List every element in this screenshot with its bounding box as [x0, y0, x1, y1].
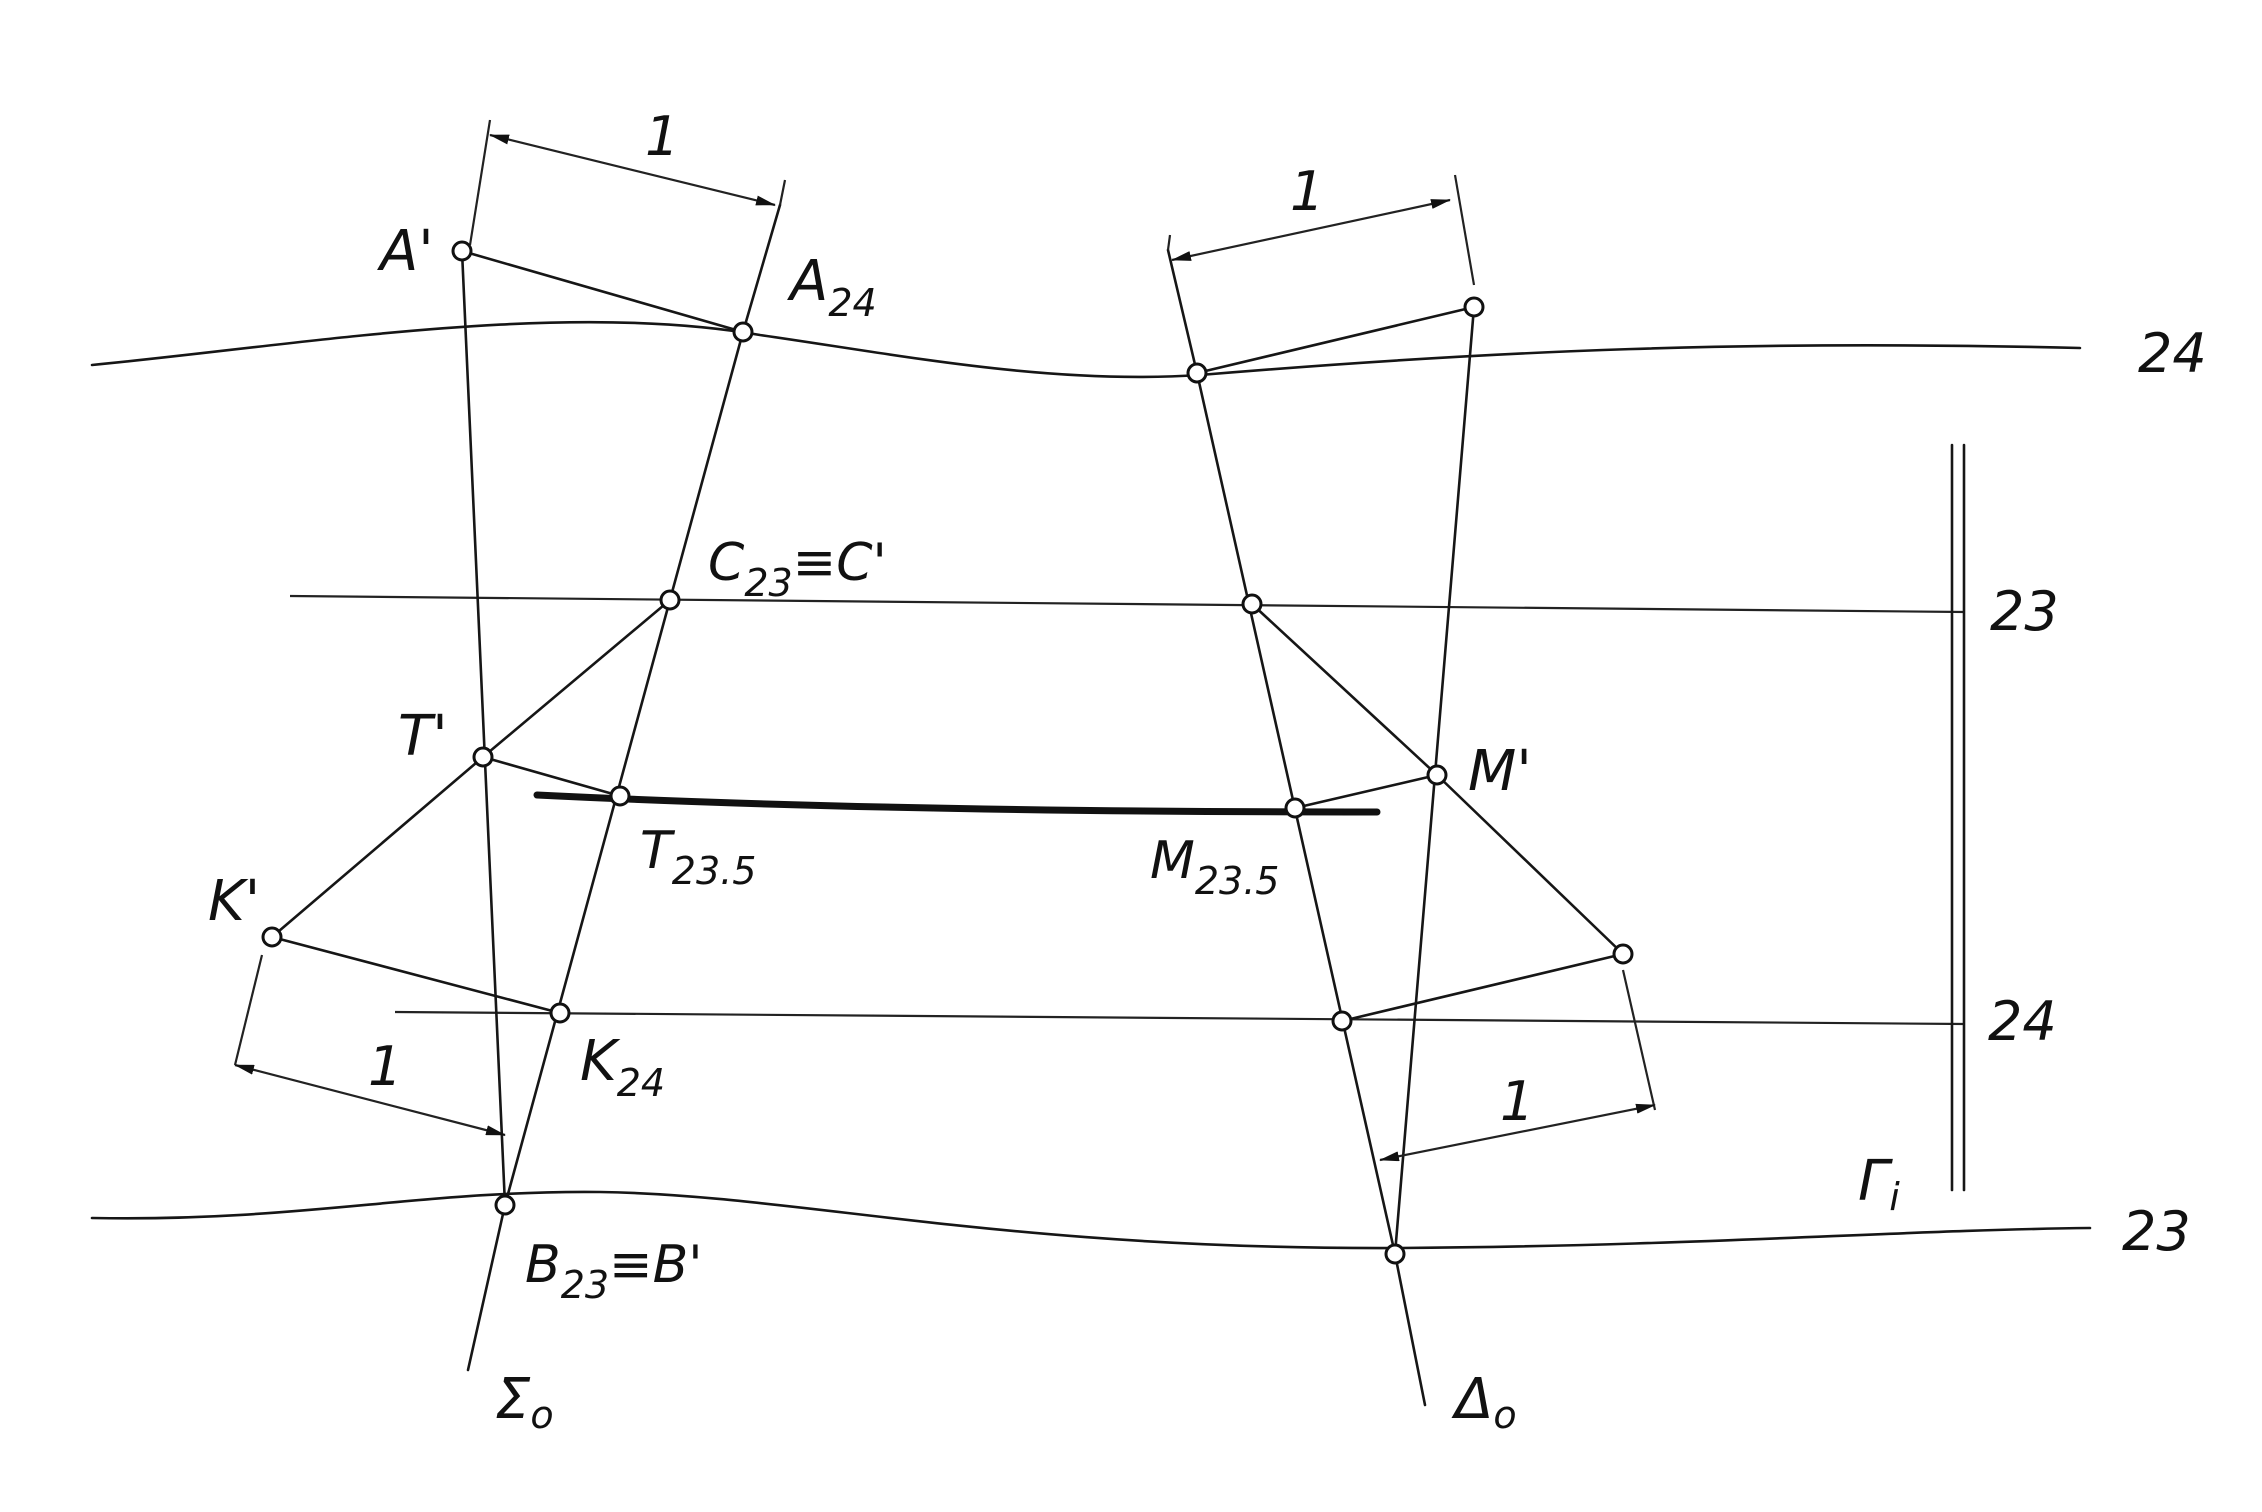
point-c23 [659, 589, 681, 611]
point-m-prime [1426, 764, 1448, 786]
label-m235: M23.5 [1150, 831, 1279, 903]
level-label-24: 24 [1988, 990, 2057, 1053]
label-t235: T23.5 [640, 821, 756, 893]
dim-ext-top-left-2 [778, 179, 787, 206]
dim-arrow-top-left [489, 133, 776, 207]
label-sigma0: Σo [495, 1367, 554, 1437]
line-lower-right-connector [1340, 952, 1625, 1023]
point-a24 [732, 321, 754, 343]
level-label-contour-top: 24 [2138, 322, 2207, 385]
line-a24-extension [741, 203, 782, 334]
dim-ext-top-right-1 [1166, 234, 1172, 251]
label-b23: B23≡B' [525, 1235, 703, 1307]
point-b23 [494, 1194, 516, 1216]
level-label-23: 23 [1990, 580, 2059, 643]
contour-line-bottom [90, 1190, 2092, 1250]
dim-arrow-bottom-left [234, 1063, 506, 1137]
line-m-to-m235 [1293, 773, 1439, 810]
label-k24: K24 [580, 1029, 665, 1105]
level-line-23 [289, 594, 1966, 614]
intersection-line [533, 791, 1381, 816]
dim-label-bottom-right: 1 [1500, 1070, 1534, 1133]
dim-arrow-top-right [1171, 198, 1451, 262]
dim-ext-bottom-right [1621, 969, 1657, 1111]
point-right-24 [1331, 1010, 1353, 1032]
label-m-prime: M' [1468, 739, 1532, 804]
line-m-to-lower-right [1435, 773, 1625, 956]
line-sigma-extension [466, 1203, 507, 1372]
label-gamma: Γi [1858, 1149, 1900, 1219]
label-t-prime: T' [398, 704, 448, 769]
line-c-t [481, 598, 672, 759]
point-right-23 [1241, 593, 1263, 615]
point-k24 [549, 1002, 571, 1024]
line-k-k24 [270, 935, 562, 1015]
point-a-prime [451, 240, 473, 262]
label-c23: C23≡C' [708, 533, 887, 605]
dim-ext-top-right-2 [1453, 174, 1476, 286]
dim-ext-top-left-1 [468, 119, 492, 246]
point-t-prime [472, 746, 494, 768]
level-line-24 [394, 1010, 1966, 1026]
point-right-upper [1186, 362, 1208, 384]
line-t-t235 [481, 755, 622, 798]
label-a-prime: A' [377, 219, 434, 284]
line-t-k [270, 755, 485, 939]
dim-ext-bottom-left [233, 954, 264, 1066]
label-k-prime: K' [208, 869, 260, 934]
line-a-prime-b [460, 249, 507, 1207]
dim-label-top-left: 1 [645, 105, 679, 168]
point-k-prime [261, 926, 283, 948]
line-right-upper-extension [1166, 248, 1199, 375]
line-right-top-connector [1195, 305, 1476, 375]
dim-label-bottom-left: 1 [368, 1035, 402, 1098]
point-right-bottom [1384, 1243, 1406, 1265]
point-m235 [1284, 797, 1306, 819]
label-delta0: Δo [1451, 1367, 1517, 1437]
contour-line-top [90, 320, 2082, 379]
level-label-contour-bottom: 23 [2122, 1200, 2191, 1263]
dim-arrow-bottom-right [1379, 1103, 1656, 1162]
point-t235 [609, 785, 631, 807]
line-a-prime-a24 [460, 249, 745, 334]
point-right-top [1463, 296, 1485, 318]
line-right-upper-to-m [1250, 602, 1439, 777]
line-delta-extension [1393, 1252, 1427, 1407]
point-right-lower [1612, 943, 1634, 965]
line-a24-b [503, 330, 745, 1207]
label-a24: A24 [787, 249, 877, 325]
dim-label-top-right: 1 [1290, 160, 1324, 223]
